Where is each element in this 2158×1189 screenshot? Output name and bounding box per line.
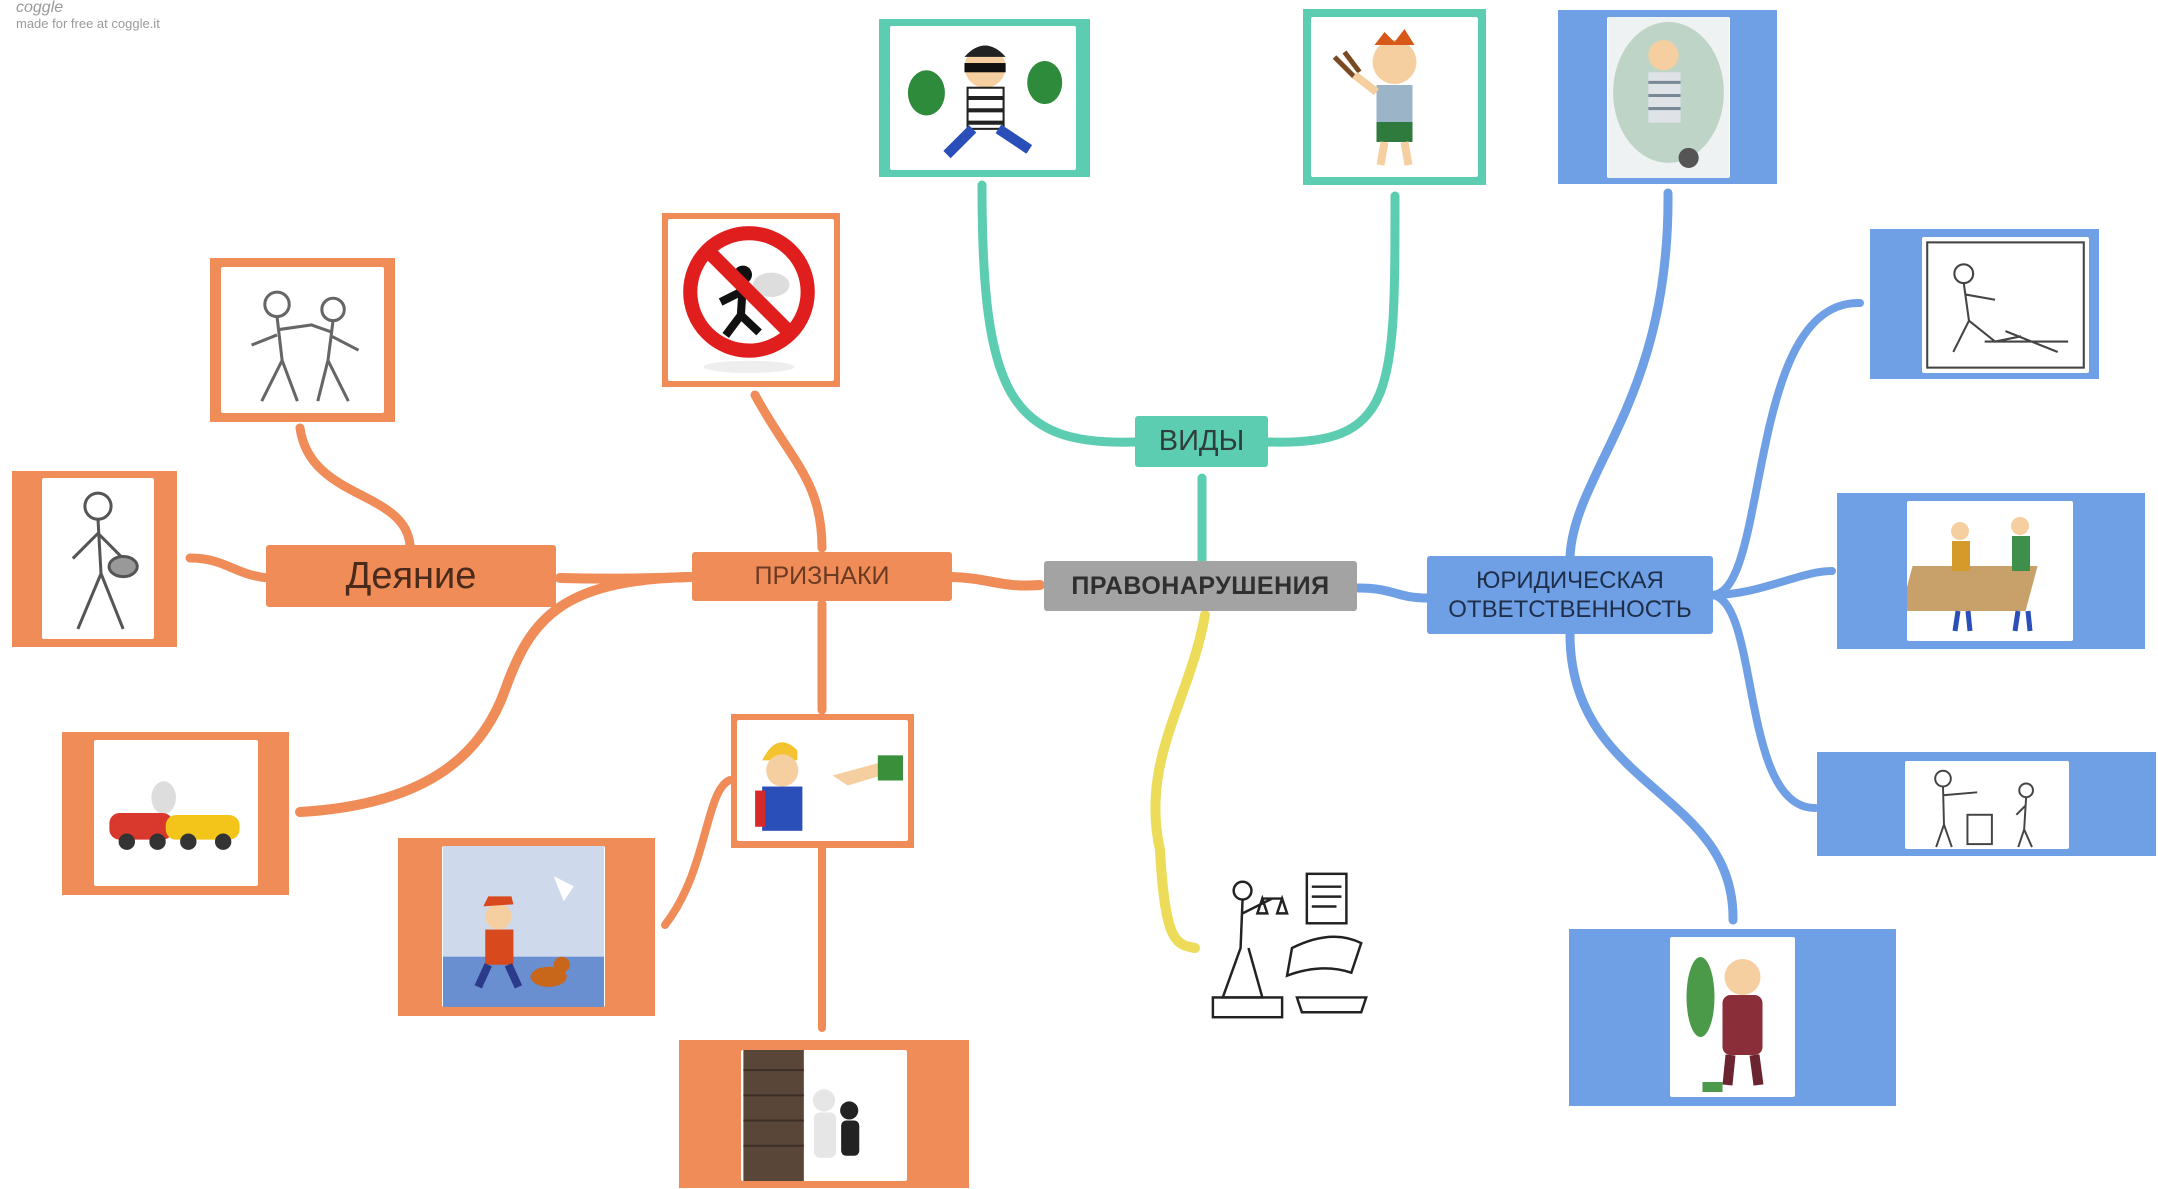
robber-with-money-bags-icon <box>907 45 1063 159</box>
connector-boy-cat <box>661 776 734 929</box>
prohibition-sign-icon <box>683 226 815 373</box>
connector-center-liability <box>1353 583 1433 603</box>
table-image[interactable] <box>1837 493 2145 649</box>
act-node[interactable]: Деяние <box>266 545 556 607</box>
car-crash-image[interactable] <box>62 732 289 895</box>
types-node-label: ВИДЫ <box>1158 425 1245 457</box>
signs-node[interactable]: ПРИЗНАКИ <box>692 552 952 601</box>
connector-types-robber <box>977 180 1140 447</box>
boy-cat-image[interactable] <box>398 838 655 1016</box>
connector-signs-car <box>295 572 695 817</box>
connector-act-walker <box>185 553 273 583</box>
walker-image[interactable] <box>12 471 177 647</box>
connector-liability-worker <box>1708 298 1864 599</box>
boy-pointing-finger-icon <box>755 742 903 831</box>
wall-image[interactable] <box>679 1040 969 1188</box>
man-with-money-icon <box>1686 957 1764 1092</box>
connector-types-slingshot <box>1263 191 1400 447</box>
teacher-image[interactable] <box>1817 752 2156 856</box>
fighters-image[interactable] <box>210 258 395 422</box>
connector-act-fighters <box>295 423 415 550</box>
slingshot-image[interactable] <box>1303 9 1486 185</box>
connector-liability-prisoner <box>1565 188 1673 561</box>
connector-liability-bottom <box>1565 629 1738 925</box>
liability-node[interactable]: ЮРИДИЧЕСКАЯ ОТВЕТСТВЕННОСТЬ <box>1427 556 1713 634</box>
center-node[interactable]: ПРАВОНАРУШЕНИЯ <box>1044 561 1357 611</box>
boy-with-slingshot-icon <box>1332 29 1417 166</box>
act-node-label: Деяние <box>345 554 477 597</box>
lady-justice-scales-icon <box>1211 872 1368 1019</box>
connector-liability-table <box>1708 567 1836 599</box>
watermark-brand: coggle <box>16 0 64 16</box>
center-node-label: ПРАВОНАРУШЕНИЯ <box>1071 571 1330 600</box>
types-node[interactable]: ВИДЫ <box>1135 416 1268 467</box>
teacher-and-pupil-icon <box>1934 769 2034 848</box>
car-crash-icon <box>109 781 240 850</box>
two-men-fighting-icon <box>250 290 360 402</box>
prisoner-image[interactable] <box>1558 10 1777 184</box>
watermark-tagline: made for free at coggle.it <box>16 16 160 31</box>
person-behind-wall-icon <box>743 1050 860 1181</box>
prisoner-with-ball-and-chain-icon <box>1608 17 1729 178</box>
people-at-table-icon <box>1907 517 2038 632</box>
boy-pointing-image[interactable] <box>731 714 914 848</box>
prohibition-image[interactable] <box>662 213 840 387</box>
connector-liability-teacher <box>1708 591 1819 812</box>
signs-node-label: ПРИЗНАКИ <box>754 562 890 590</box>
worker-sketch-icon <box>1926 241 2085 369</box>
justice-image[interactable] <box>1203 868 1381 1028</box>
connector-center-justice <box>1150 610 1210 953</box>
robber-image[interactable] <box>879 19 1090 177</box>
liability-node-label: ЮРИДИЧЕСКАЯ ОТВЕТСТВЕННОСТЬ <box>1448 567 1692 623</box>
money-man-image[interactable] <box>1569 929 1896 1106</box>
connector-center-signs <box>947 572 1045 591</box>
walking-man-icon <box>71 491 139 630</box>
boy-and-cat-icon <box>443 846 604 1007</box>
connector-signs-prohibition <box>750 390 827 553</box>
worker-image[interactable] <box>1870 229 2099 379</box>
coggle-watermark: coggle made for free at coggle.it <box>16 0 160 32</box>
